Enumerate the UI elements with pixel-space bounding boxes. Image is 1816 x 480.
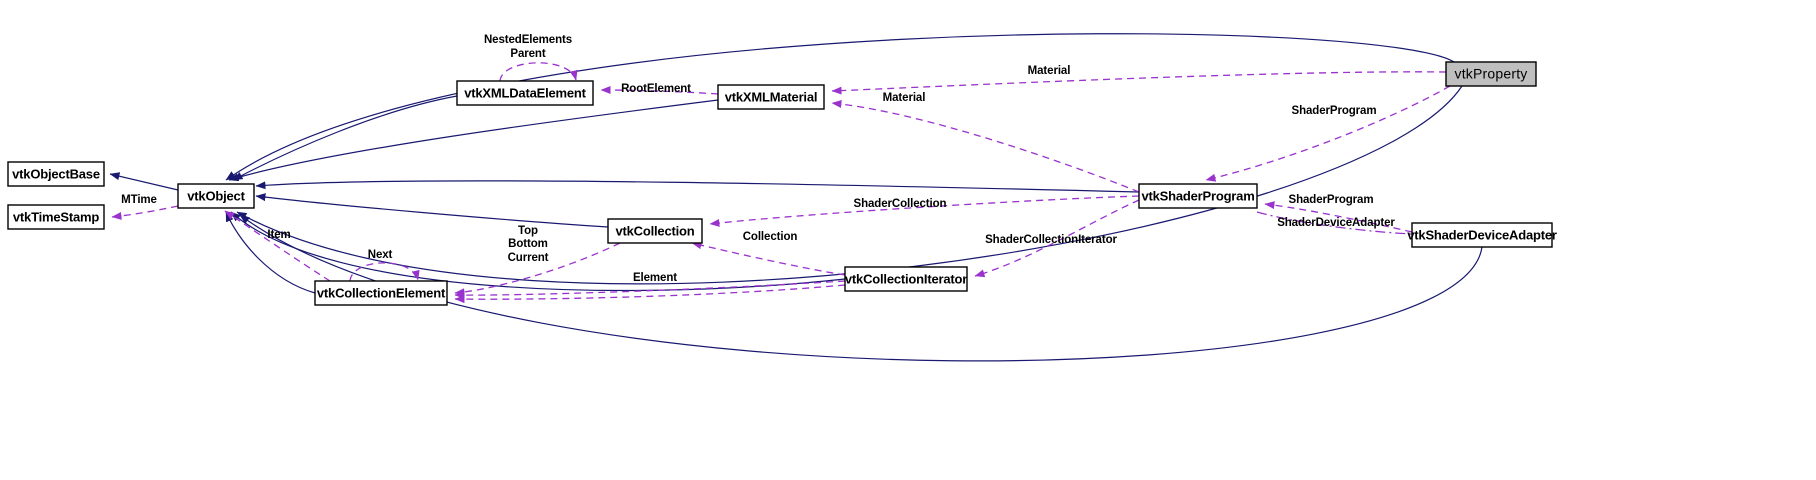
- edge-label-material-lower: Material: [883, 92, 926, 104]
- node-box: [1411, 222, 1553, 248]
- edge-label-next: Next: [368, 249, 393, 261]
- node-label: vtkXMLMaterial: [725, 89, 818, 104]
- node-box: [456, 80, 594, 106]
- edge-label-element: Element: [633, 272, 677, 284]
- node-label: vtkCollectionElement: [317, 285, 446, 300]
- node-box: [177, 183, 255, 209]
- edge-label-root-element: RootElement: [621, 83, 691, 95]
- edge-label-shader-collection-iterator: ShaderCollectionIterator: [985, 234, 1117, 246]
- edge-label-layer: MTimeNestedElementsParentRootElementMate…: [121, 34, 1395, 284]
- edge-label-nested-elements: NestedElements: [484, 34, 572, 46]
- edge-vtkxmlmaterial-to-vtkobject: [228, 99, 719, 182]
- edge-label-bottom: Bottom: [508, 238, 548, 250]
- node-box: [1138, 183, 1258, 209]
- edge-label-shader-device-adapter: ShaderDeviceAdapter: [1277, 217, 1395, 229]
- node-vtkobject[interactable]: vtkObject: [177, 183, 255, 209]
- node-box: [7, 161, 105, 187]
- edge-vtkcollection-to-vtkobject: [255, 193, 609, 228]
- edge-label-parent: Parent: [510, 48, 545, 60]
- edge-vtkshaderprogram-to-vtkobject: [255, 180, 1140, 193]
- node-label: vtkTimeStamp: [13, 209, 99, 224]
- edge-nested-elements-parent-selfloop: [499, 62, 578, 82]
- edge-shader-program-property: [1205, 85, 1451, 182]
- node-label: vtkCollection: [615, 223, 694, 238]
- edge-label-mtime: MTime: [121, 194, 157, 206]
- node-label: vtkProperty: [1455, 66, 1528, 82]
- node-label: vtkCollectionIterator: [845, 271, 967, 286]
- edge-item: [224, 210, 331, 282]
- edge-root-element: [600, 86, 719, 95]
- edge-label-shader-program-property: ShaderProgram: [1292, 105, 1377, 117]
- edge-next-selfloop: [349, 262, 420, 282]
- edge-material-upper: [831, 71, 1447, 95]
- edge-top-bottom-current: [454, 242, 621, 297]
- edge-shader-device-adapter: [1256, 211, 1413, 235]
- node-label: vtkObject: [187, 188, 245, 203]
- edge-label-shader-collection: ShaderCollection: [854, 198, 947, 210]
- node-vtkcollectioniterator[interactable]: vtkCollectionIterator: [844, 266, 968, 292]
- inheritance-edges: [109, 33, 1483, 362]
- node-vtkcollection[interactable]: vtkCollection: [607, 218, 703, 244]
- edge-material-lower: [831, 99, 1140, 193]
- node-vtkshaderprogram[interactable]: vtkShaderProgram: [1138, 183, 1258, 209]
- node-box: [314, 280, 448, 306]
- node-label: vtkXMLDataElement: [464, 85, 586, 100]
- node-label: vtkShaderProgram: [1141, 188, 1254, 203]
- usage-edges: [111, 62, 1451, 304]
- node-vtkcollectionelement[interactable]: vtkCollectionElement: [314, 280, 448, 306]
- edge-shader-program-adapter: [1264, 201, 1413, 233]
- node-box: [844, 266, 968, 292]
- edge-vtkxmldataelement-to-vtkobject: [232, 95, 458, 181]
- edge-label-current: Current: [508, 252, 549, 264]
- edge-vtkobject-to-vtkobjectbase: [109, 172, 179, 191]
- edge-label-material-upper: Material: [1028, 65, 1071, 77]
- node-vtktimestamp[interactable]: vtkTimeStamp: [7, 204, 105, 230]
- node-box: [607, 218, 703, 244]
- edge-label-collection: Collection: [743, 231, 798, 243]
- node-layer: vtkObjectBase vtkTimeStamp vtkObject vtkXML…: [7, 61, 1557, 306]
- edge-label-top: Top: [518, 225, 538, 237]
- edge-shader-collection-iterator: [974, 199, 1140, 278]
- node-vtkxmlmaterial[interactable]: vtkXMLMaterial: [717, 84, 825, 110]
- node-vtkproperty[interactable]: vtkProperty: [1445, 61, 1537, 87]
- node-vtkobjectbase[interactable]: vtkObjectBase: [7, 161, 105, 187]
- node-box: [1445, 61, 1537, 87]
- edge-shader-collection: [709, 195, 1140, 227]
- node-box: [7, 204, 105, 230]
- node-label: vtkShaderDeviceAdapter: [1407, 227, 1557, 242]
- edge-vtkcollectionelement-to-vtkobject: [225, 211, 316, 294]
- edge-vtkproperty-to-vtkobject: [225, 33, 1455, 181]
- edge-label-item: Item: [267, 229, 290, 241]
- node-vtkshaderdeviceadapter[interactable]: vtkShaderDeviceAdapter: [1407, 222, 1557, 248]
- node-label: vtkObjectBase: [12, 166, 100, 181]
- edge-collection: [691, 241, 846, 276]
- node-box: [717, 84, 825, 110]
- edge-label-shader-program-adapter: ShaderProgram: [1289, 194, 1374, 206]
- edge-mtime: [111, 205, 179, 220]
- node-vtkxmldataelement[interactable]: vtkXMLDataElement: [456, 80, 594, 106]
